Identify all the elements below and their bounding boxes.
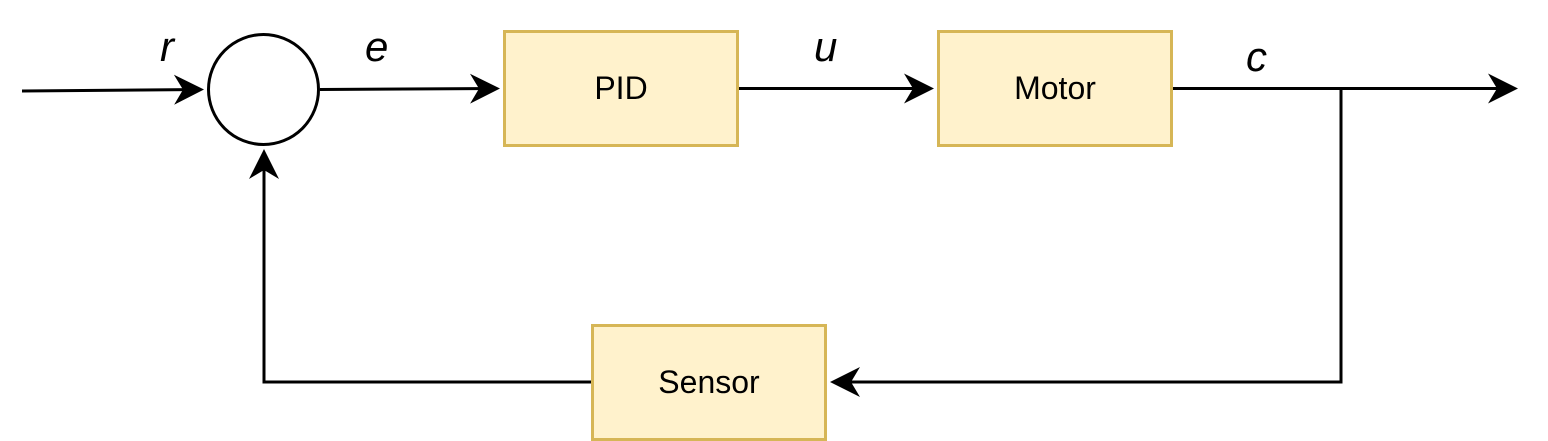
input-arrow	[21, 74, 204, 105]
reference-signal-label: r	[160, 23, 174, 70]
output-signal-label: c	[1246, 33, 1267, 80]
motor-block: Motor	[937, 30, 1173, 147]
feedback-return-path	[249, 149, 591, 384]
control-signal-label: u	[814, 23, 838, 70]
pid-block: PID	[503, 30, 739, 147]
motor-label: Motor	[1014, 70, 1096, 106]
error-signal-label: e	[365, 23, 389, 70]
summing-junction	[207, 33, 320, 146]
error-arrow	[319, 73, 500, 104]
sensor-label: Sensor	[658, 364, 760, 400]
pid-label: PID	[594, 70, 648, 106]
feedback-path	[830, 88, 1343, 397]
sensor-block: Sensor	[591, 324, 827, 441]
